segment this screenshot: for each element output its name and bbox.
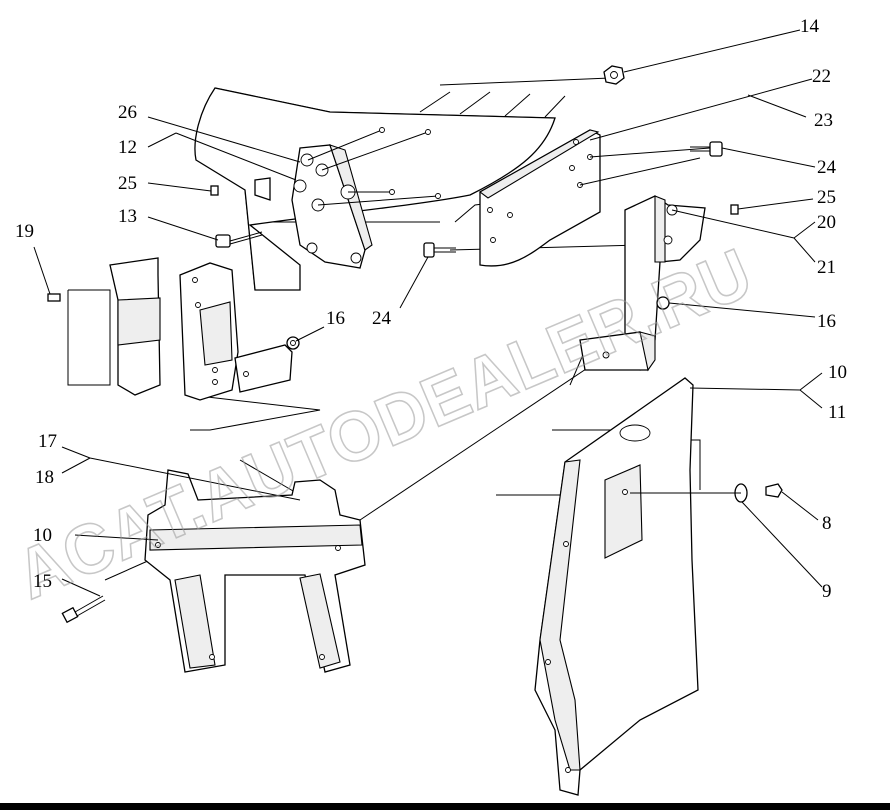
callout-11: 11 <box>828 402 846 423</box>
callout-17: 17 <box>38 431 57 452</box>
callout-16-right: 16 <box>817 311 836 332</box>
callout-19: 19 <box>15 221 34 242</box>
lower-cross-frame <box>144 469 366 673</box>
callout-labels: 14 22 23 26 12 24 25 25 20 21 13 19 24 1… <box>15 16 847 602</box>
callout-10-left: 10 <box>33 525 52 546</box>
nut-part-16 <box>286 296 670 350</box>
callout-25-right: 25 <box>817 187 836 208</box>
callout-15: 15 <box>33 571 52 592</box>
callout-24-right: 24 <box>817 157 837 178</box>
callout-23: 23 <box>814 110 833 131</box>
mounting-strip <box>478 129 711 267</box>
callout-13: 13 <box>118 206 137 227</box>
callout-21: 21 <box>817 257 836 278</box>
right-side-panel <box>534 377 699 796</box>
upper-bracket <box>291 127 441 269</box>
callout-25-left: 25 <box>118 173 137 194</box>
callout-26: 26 <box>118 102 137 123</box>
nut-part-14 <box>603 65 625 85</box>
screw-washer-parts-8-9 <box>734 483 783 503</box>
clip-part-25 <box>210 177 739 215</box>
callout-leaders <box>33 29 823 597</box>
deflector-panel <box>194 87 566 291</box>
callout-8: 8 <box>822 513 832 534</box>
bolt-part-13 <box>215 231 263 248</box>
callout-9: 9 <box>822 581 832 602</box>
bottom-border <box>0 803 890 810</box>
callout-12: 12 <box>118 137 137 158</box>
callout-22: 22 <box>812 66 831 87</box>
callout-14: 14 <box>800 16 820 37</box>
bolt-part-15 <box>61 595 106 624</box>
callout-24-left: 24 <box>372 308 392 329</box>
bolt-part-24 <box>423 141 723 258</box>
callout-16-left: 16 <box>326 308 345 329</box>
callout-18: 18 <box>35 467 54 488</box>
left-bracket-assembly <box>47 257 293 401</box>
callout-10-right: 10 <box>828 362 847 383</box>
callout-20: 20 <box>817 212 836 233</box>
